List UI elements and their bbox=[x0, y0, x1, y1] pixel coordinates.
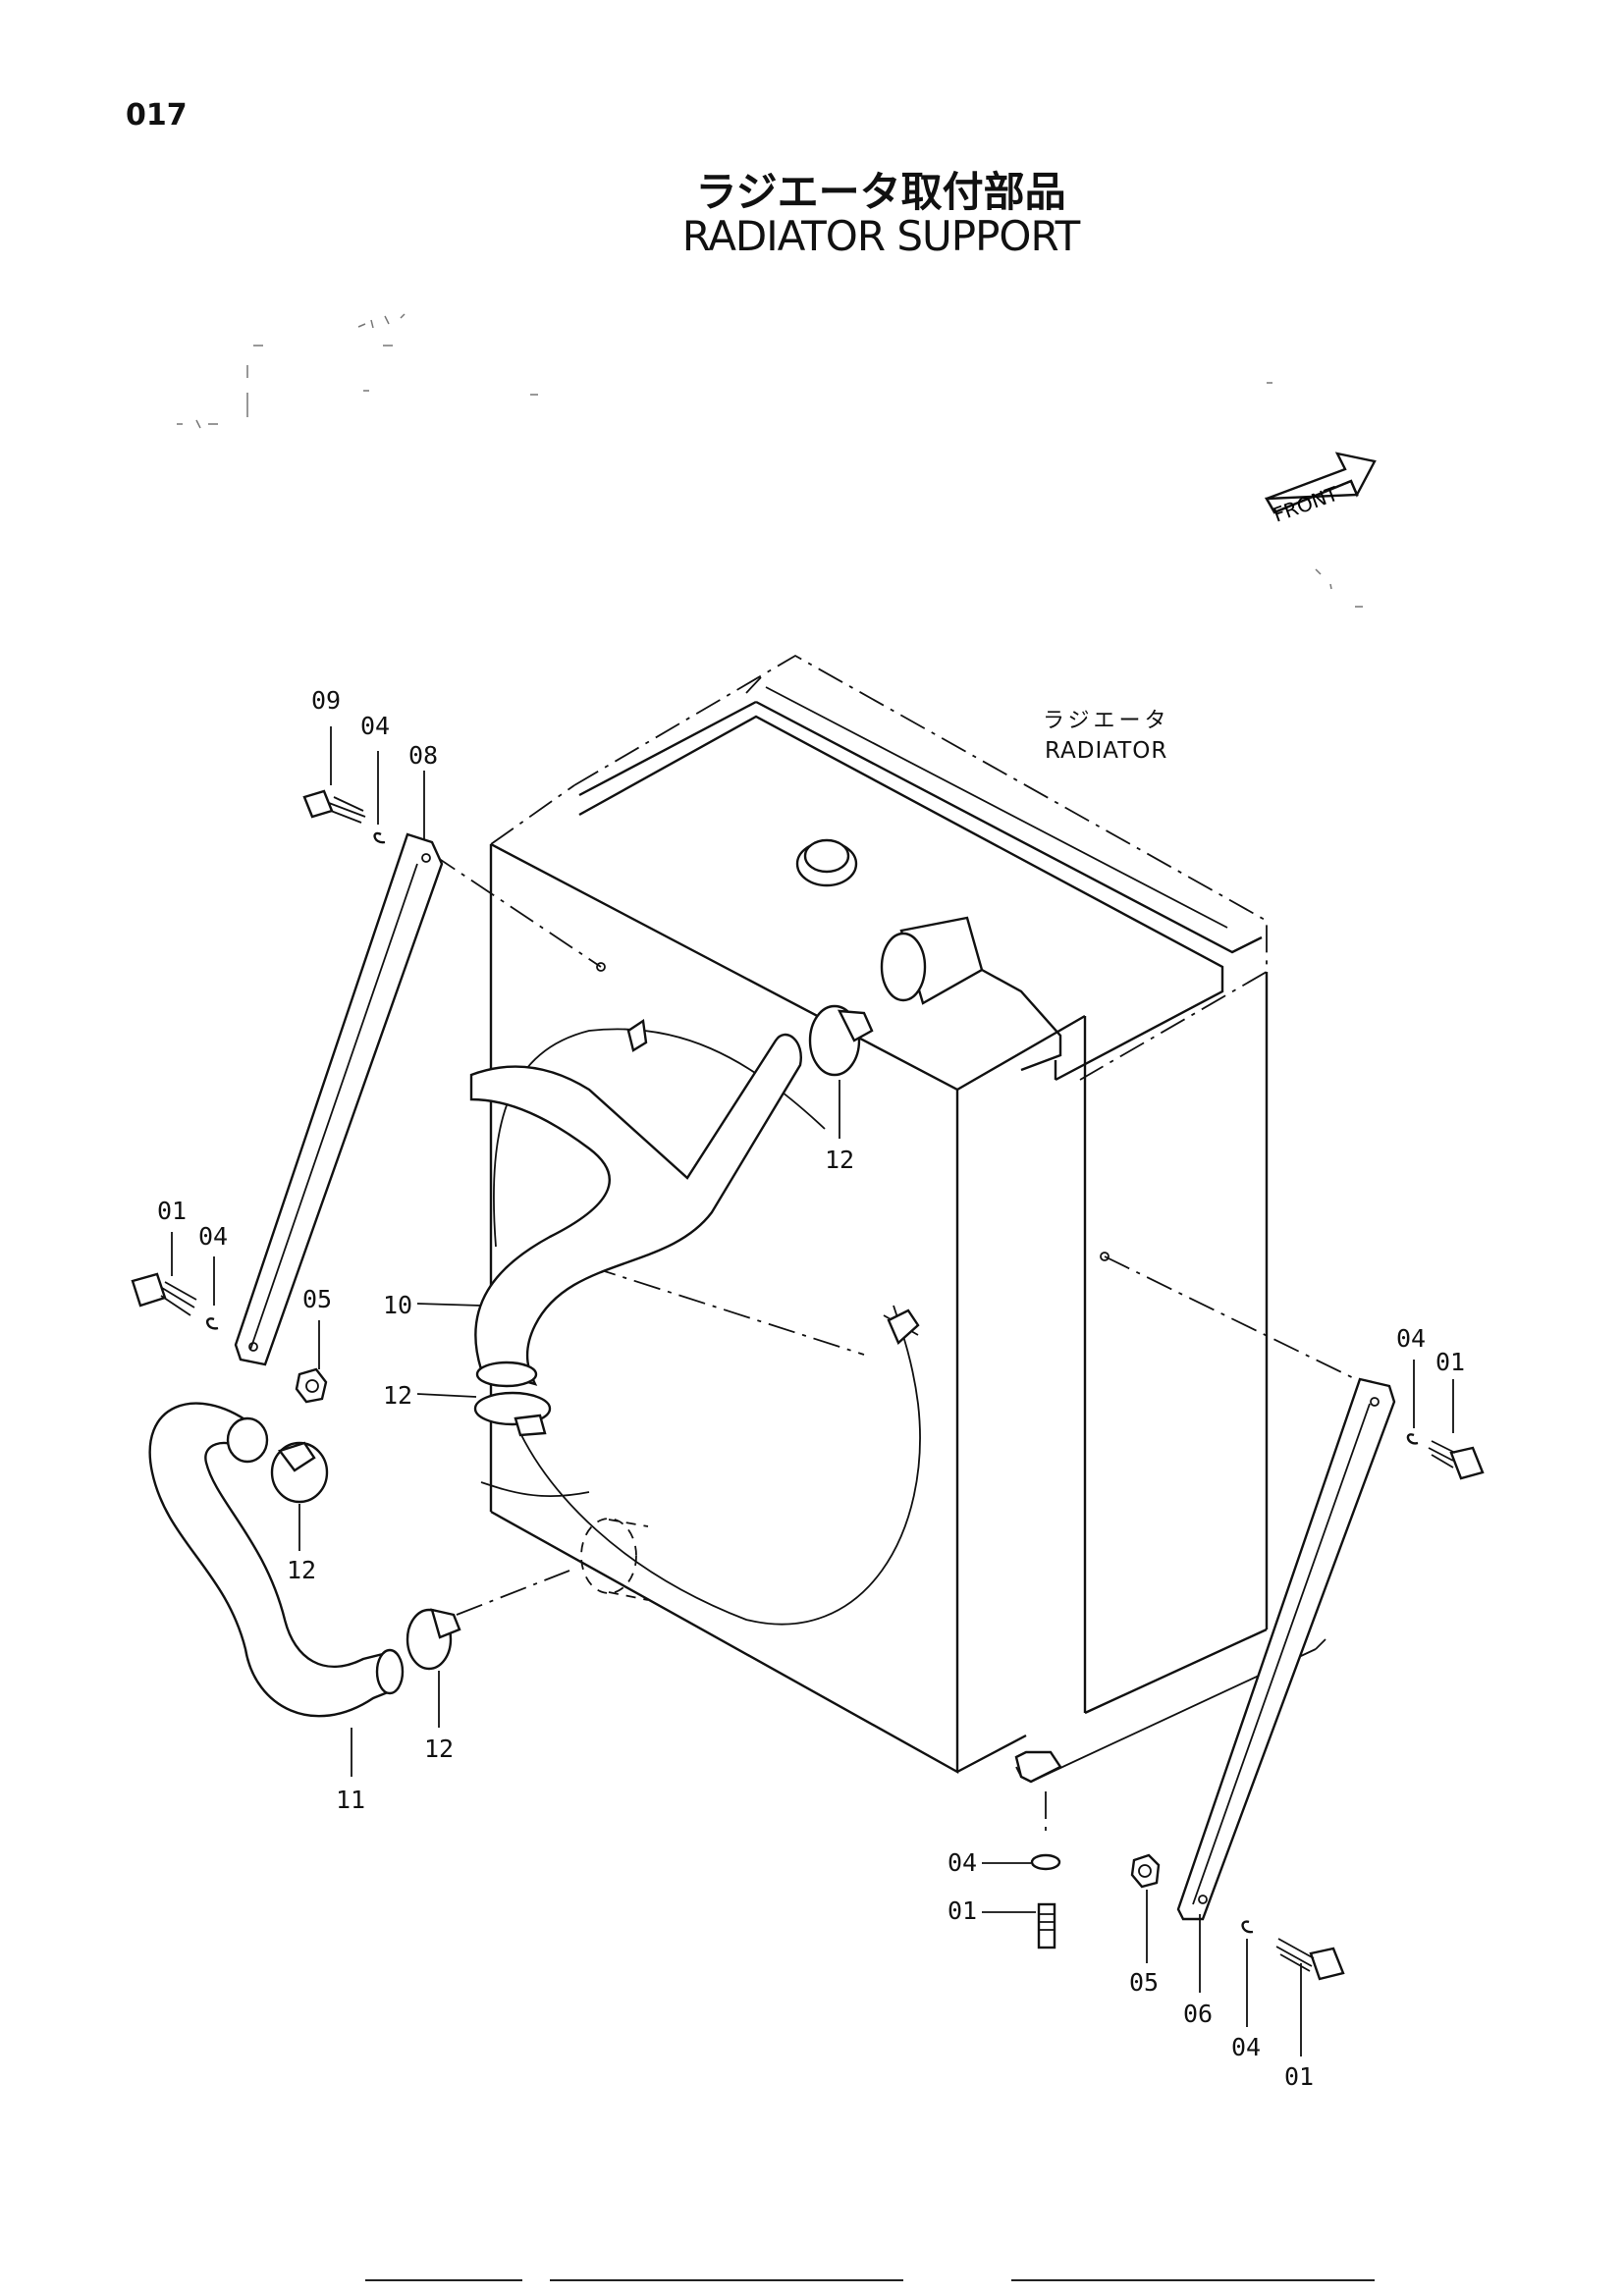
radiator-label-japanese: ラジエータ bbox=[1043, 709, 1170, 733]
lower-hose bbox=[148, 1402, 405, 1718]
footer-rule-2 bbox=[550, 2279, 903, 2281]
title-english: RADIATOR SUPPORT bbox=[681, 212, 1081, 260]
callout-04-d: 04 bbox=[1396, 1324, 1426, 1353]
callout-05-a: 05 bbox=[302, 1285, 332, 1313]
leader-10 bbox=[416, 1303, 482, 1307]
front-arrow-icon: FRONT bbox=[1264, 452, 1377, 527]
leader-12-b bbox=[416, 1393, 477, 1398]
washer-04-b bbox=[206, 1317, 219, 1330]
callout-06: 06 bbox=[1183, 2000, 1213, 2028]
washer-04-a bbox=[373, 831, 386, 844]
callout-01-d: 01 bbox=[1284, 2062, 1314, 2091]
callout-01-b: 01 bbox=[947, 1896, 977, 1925]
bolt-01-a bbox=[131, 1272, 197, 1316]
nut-05-b bbox=[1130, 1853, 1161, 1889]
bolt-09 bbox=[302, 789, 366, 824]
leader-bolt-right bbox=[1104, 1255, 1371, 1387]
hose-clamp-upper bbox=[808, 1004, 874, 1077]
washer-04-d bbox=[1030, 1853, 1061, 1871]
leader-hose-clip bbox=[588, 1265, 865, 1356]
callout-04-b: 04 bbox=[198, 1222, 228, 1251]
callout-10: 10 bbox=[383, 1291, 412, 1319]
callout-12-b: 12 bbox=[383, 1381, 412, 1410]
scan-specks bbox=[177, 313, 1363, 608]
hose-clamp-left bbox=[270, 1441, 329, 1504]
callout-08: 08 bbox=[408, 741, 438, 770]
washer-04-e bbox=[1241, 1920, 1254, 1934]
callout-12-c: 12 bbox=[287, 1556, 316, 1584]
support-rod-right bbox=[1176, 1377, 1396, 1921]
leader-bolt-upper bbox=[431, 853, 602, 968]
callout-11: 11 bbox=[336, 1786, 365, 1814]
callout-04-a: 04 bbox=[360, 712, 390, 740]
washer-04-c bbox=[1406, 1433, 1419, 1445]
callout-12-a: 12 bbox=[825, 1146, 854, 1174]
callout-05-b: 05 bbox=[1129, 1968, 1159, 1997]
bolt-01-b bbox=[1037, 1902, 1056, 1949]
callout-01-c: 01 bbox=[1435, 1348, 1465, 1376]
title-japanese: ラジエータ取付部品 bbox=[695, 168, 1066, 216]
callout-01-a: 01 bbox=[157, 1197, 187, 1225]
callout-12-d: 12 bbox=[424, 1735, 454, 1763]
callout-04-e: 04 bbox=[1231, 2033, 1261, 2061]
nut-05-a bbox=[295, 1367, 328, 1404]
support-rod-left bbox=[234, 832, 444, 1366]
bolt-01-d bbox=[1275, 1938, 1345, 1981]
radiator-label-english: RADIATOR bbox=[1045, 738, 1168, 764]
bolt-01-c bbox=[1428, 1440, 1485, 1480]
page-number: 017 bbox=[126, 98, 188, 133]
hose-clamp-middle bbox=[473, 1391, 552, 1437]
callout-09: 09 bbox=[311, 686, 341, 715]
radiator-body bbox=[480, 654, 1326, 1784]
upper-hose bbox=[469, 1034, 802, 1388]
leader-lower-inlet bbox=[456, 1570, 570, 1616]
footer-rule-1 bbox=[365, 2279, 522, 2281]
hose-clamp-lower bbox=[406, 1608, 461, 1671]
callout-04-c: 04 bbox=[947, 1848, 977, 1877]
footer-rule-3 bbox=[1011, 2279, 1375, 2281]
